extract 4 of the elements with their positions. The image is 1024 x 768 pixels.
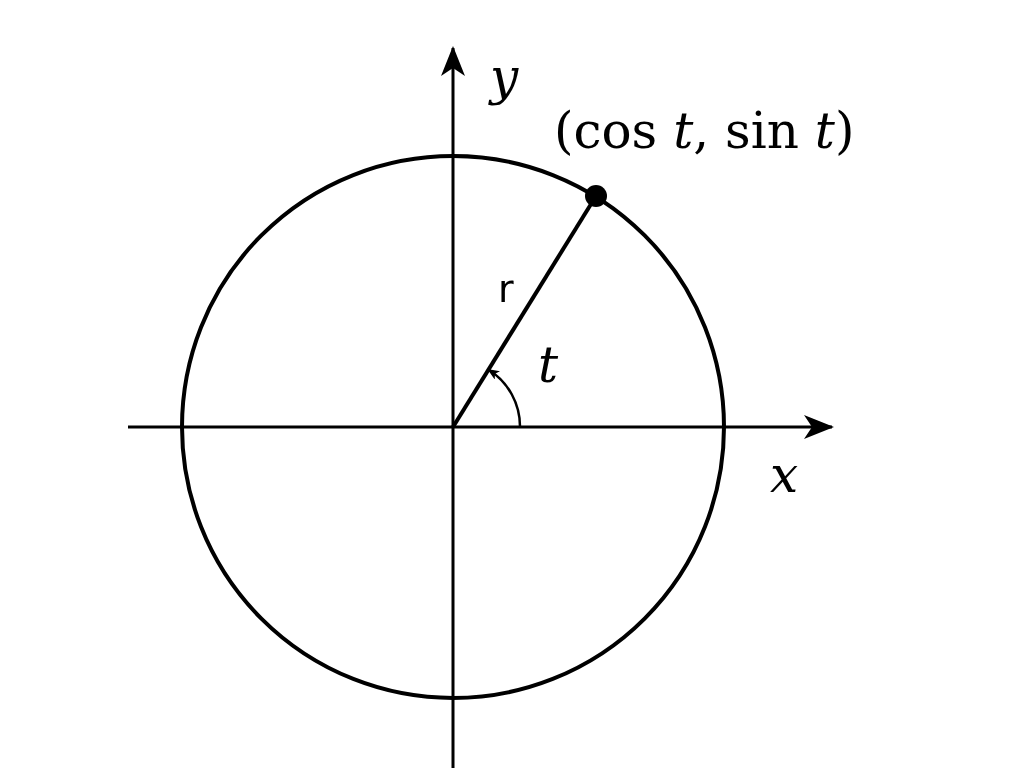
point-coordinates-label: (cos t, sin t): [554, 106, 855, 156]
radius-label: r: [498, 270, 514, 308]
angle-label: t: [538, 340, 559, 390]
axis-label: x: [770, 450, 799, 500]
